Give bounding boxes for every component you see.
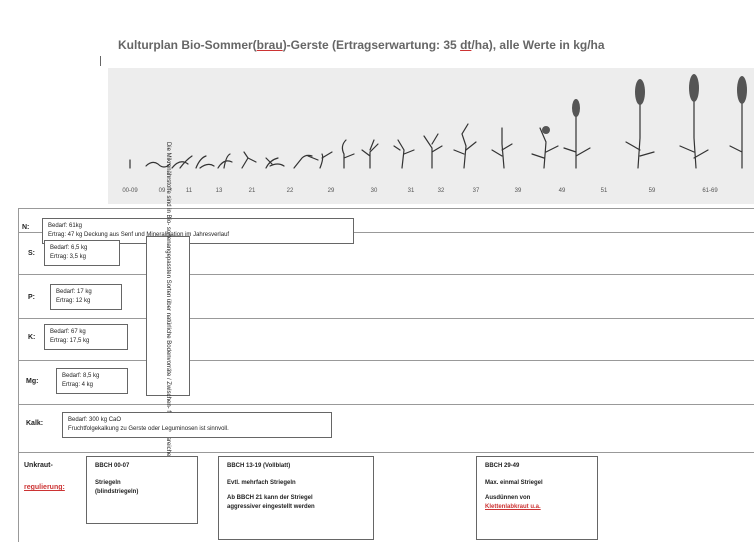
weed-box-3-stage: BBCH 29-49: [485, 463, 520, 469]
weed-box-3: BBCH 29-49 Max. einmal Striegel Ausdünne…: [476, 456, 598, 540]
row-divider: [18, 274, 754, 275]
k-label: K:: [28, 334, 36, 341]
bbch-stage-label: 00-09: [122, 188, 138, 194]
title-prefix: Kulturplan Bio-Sommer(: [118, 38, 257, 52]
s-box: Bedarf: 6,5 kg Ertrag: 3,5 kg: [44, 240, 120, 266]
n-box: Bedarf: 61kg Ertrag: 47 kg Deckung aus S…: [42, 218, 354, 244]
p-box: Bedarf: 17 kg Ertrag: 12 kg: [50, 284, 122, 310]
page-title: Kulturplan Bio-Sommer(brau)-Gerste (Ertr…: [118, 38, 605, 52]
row-divider: [18, 360, 754, 361]
title-suffix: /ha), alle Werte in kg/ha: [471, 38, 605, 52]
weed-label-1: Unkraut-: [24, 462, 53, 469]
bbch-stage-label: 32: [437, 188, 445, 194]
mg-box: Bedarf: 8,5 kg Ertrag: 4 kg: [56, 368, 128, 394]
k-bedarf: Bedarf: 67 kg: [50, 329, 86, 335]
bbch-stage-label: 61-69: [702, 188, 718, 194]
bbch-stage-label: 49: [558, 188, 566, 194]
bbch-stage-label: 51: [600, 188, 608, 194]
row-divider: [18, 452, 754, 453]
s-bedarf: Bedarf: 6,5 kg: [50, 245, 88, 251]
row-divider: [18, 318, 754, 319]
title-middle: )-Gerste (Ertragserwartung: 35: [282, 38, 461, 52]
bbch-stage-label: 71+: [740, 188, 754, 202]
weed-box-1-line1: Striegeln: [95, 480, 121, 486]
p-label: P:: [28, 294, 35, 301]
bbch-stage-label: 37: [472, 188, 480, 194]
mg-label: Mg:: [26, 378, 39, 385]
ear-shape: [572, 99, 580, 117]
k-ertrag: Ertrag: 17,5 kg: [50, 338, 90, 344]
nutrient-table-frame: [18, 208, 754, 542]
bbch-stage-label: 59: [648, 188, 656, 194]
k-box: Bedarf: 67 kg Ertrag: 17,5 kg: [44, 324, 128, 350]
bbch-stage-label: 11: [185, 188, 193, 194]
weed-box-3-line2: Ausdünnen von: [485, 495, 531, 501]
bbch-stage-label: 22: [286, 188, 294, 194]
weed-box-3-line3: Klettenlabkraut u.a.: [485, 504, 541, 510]
bbch-stage-label: 29: [327, 188, 335, 194]
weed-box-2-line2: Ab BBCH 21 kann der Striegel: [227, 495, 313, 501]
n-bedarf: Bedarf: 61kg: [48, 223, 83, 229]
bbch-stage-label: 30: [370, 188, 378, 194]
title-dt: dt: [460, 38, 472, 52]
mg-ertrag: Ertrag: 4 kg: [62, 382, 94, 388]
s-label: S:: [28, 250, 35, 257]
title-brau: brau: [256, 38, 283, 52]
bbch-stage-label: 21: [248, 188, 256, 194]
kalk-label: Kalk:: [26, 420, 44, 427]
weed-box-1: BBCH 00-07 Striegeln (blindstriegeln): [86, 456, 198, 524]
n-label: N:: [22, 224, 30, 231]
micronutrient-note: Die Mikronährstoffe sind in Bio- sortena…: [146, 142, 190, 490]
kalk-text: Fruchtfolgekalkung zu Gerste oder Legumi…: [68, 426, 229, 432]
p-bedarf: Bedarf: 17 kg: [56, 289, 92, 295]
weed-label-2: regulierung:: [24, 484, 65, 491]
row-divider: [18, 404, 754, 405]
row-divider: [18, 232, 754, 233]
growth-stage-illustration: [83, 68, 754, 204]
weed-box-1-stage: BBCH 00-07: [95, 463, 130, 469]
kalk-box: Bedarf: 300 kg CaO Fruchtfolgekalkung zu…: [62, 412, 332, 438]
s-ertrag: Ertrag: 3,5 kg: [50, 254, 87, 260]
weed-box-2: BBCH 13-19 (Vollblatt) Evtl. mehrfach St…: [218, 456, 374, 540]
bbch-stage-label: 39: [514, 188, 522, 194]
bbch-stage-row: 00-09 09 11 13 21 22 29 30 31 32 37 39 49 51 59 61-69 71…: [110, 188, 754, 202]
title-marker: [100, 56, 101, 66]
bbch-stage-label: 13: [215, 188, 223, 194]
mg-bedarf: Bedarf: 8,5 kg: [62, 373, 100, 379]
bbch-stage-label: 31: [407, 188, 415, 194]
barley-growth-drawing: [83, 74, 747, 169]
weed-box-2-line3: aggressiver eingestellt werden: [227, 504, 315, 510]
p-ertrag: Ertrag: 12 kg: [56, 298, 91, 304]
n-ertrag: Ertrag: 47 kg Deckung aus Senf und Miner…: [48, 232, 230, 238]
weed-box-3-line1: Max. einmal Striegel: [485, 480, 543, 486]
weed-box-1-line2: (blindstriegeln): [95, 489, 139, 495]
bbch-stage-label: 09: [158, 188, 166, 194]
weed-box-2-stage: BBCH 13-19 (Vollblatt): [227, 463, 291, 469]
weed-box-2-line1: Evtl. mehrfach Striegeln: [227, 480, 296, 486]
kalk-bedarf: Bedarf: 300 kg CaO: [68, 417, 122, 423]
